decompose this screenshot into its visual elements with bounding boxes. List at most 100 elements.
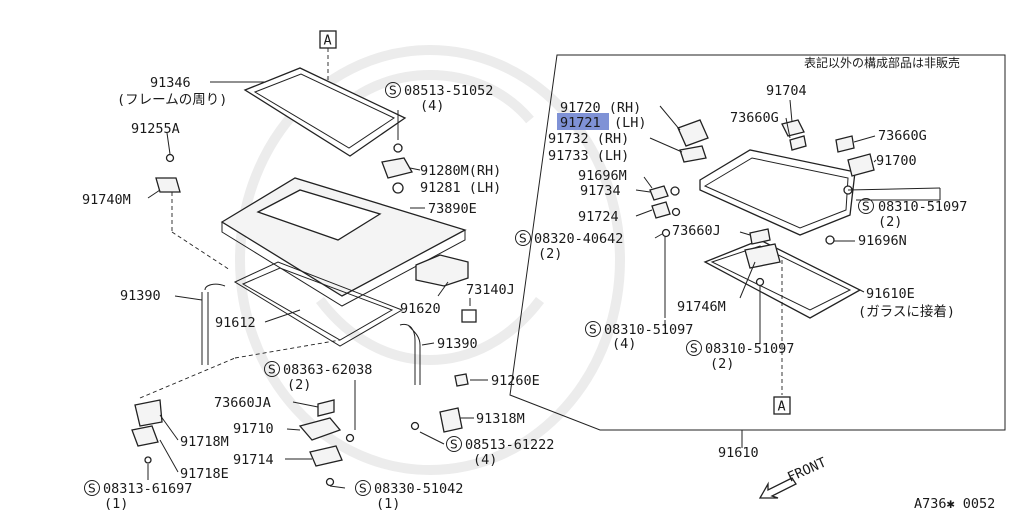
label-91732: 91732 (RH): [548, 131, 629, 147]
label-08330-51042: 08330-51042: [374, 481, 463, 497]
label-91740M: 91740M: [82, 192, 131, 208]
label-91721: 91721: [560, 115, 601, 131]
note-not-sold-separately: 表記以外の構成部品は非販売: [804, 55, 960, 70]
label-91696M: 91696M: [578, 168, 627, 184]
bracket-91704: [781, 119, 805, 137]
clip-91724: [651, 201, 671, 219]
label-91390-right: 91390: [437, 336, 478, 352]
bracket-91718M: [134, 399, 163, 427]
roof-glass-panel: [220, 177, 467, 307]
handle-91720: [677, 119, 709, 147]
label-91346: 91346: [150, 75, 191, 91]
label-91390-left: 91390: [120, 288, 161, 304]
frame-91612: [233, 261, 404, 347]
s-icon: [84, 480, 100, 496]
label-73660JA: 73660JA: [214, 395, 271, 411]
label-91612: 91612: [215, 315, 256, 331]
leader-lines: [147, 81, 941, 489]
label-73890E: 73890E: [428, 201, 477, 217]
figure-code: A736✱ 0052: [914, 496, 995, 510]
part-labels: 91346 (フレームの周り) 91255A 91740M 91390 9161…: [82, 75, 995, 510]
s-icon: [385, 82, 401, 98]
label-08310-51097-a: 08310-51097: [878, 199, 967, 215]
label-08513-61222-qty: (4): [473, 452, 497, 468]
label-91724: 91724: [578, 209, 619, 225]
label-91610E: 91610E: [866, 286, 915, 302]
label-73660G-a: 73660G: [730, 110, 779, 126]
sunshade-lower-panel: [703, 239, 862, 319]
ref-marker-box-bottom: [773, 396, 791, 415]
label-91710: 91710: [233, 421, 274, 437]
nut-73660G-b: [835, 135, 855, 153]
bracket-91718E: [131, 425, 159, 447]
nut-73660J: [749, 228, 771, 245]
bracket-91620: [415, 254, 469, 287]
guide-91280M: [381, 157, 413, 179]
label-91746M: 91746M: [677, 299, 726, 315]
label-73140J: 73140J: [466, 282, 515, 298]
s-icon: [585, 321, 601, 337]
label-91734: 91734: [580, 183, 621, 199]
label-73660J: 73660J: [672, 223, 721, 239]
label-91260E: 91260E: [491, 373, 540, 389]
label-08310-51097-a-qty: (2): [878, 214, 902, 230]
label-91610: 91610: [718, 445, 759, 461]
label-91720: 91720 (RH): [560, 100, 641, 116]
label-08310-51097-b: 08310-51097: [604, 322, 693, 338]
svg-text:S: S: [88, 482, 96, 496]
label-91696N: 91696N: [858, 233, 907, 249]
label-08513-61222: 08513-61222: [465, 437, 554, 453]
svg-text:S: S: [690, 342, 698, 356]
label-73660G-b: 73660G: [878, 128, 927, 144]
label-08363-62038-qty: (2): [287, 377, 311, 393]
label-91610E-note: (ガラスに接着): [858, 303, 955, 320]
nut-73140J: [461, 309, 477, 323]
frame-seal-91346: [243, 67, 407, 157]
guide-91700: [847, 153, 875, 177]
label-08310-51097-b-qty: (4): [612, 336, 636, 352]
bracket-91746M: [744, 243, 781, 269]
label-08363-62038: 08363-62038: [283, 362, 372, 378]
label-08513-51052-qty: (4): [420, 98, 444, 114]
label-91620: 91620: [400, 301, 441, 317]
sunshade-panel: [699, 149, 856, 236]
ref-marker-top: A: [324, 33, 332, 49]
s-icon: [446, 436, 462, 452]
handle-91732: [679, 145, 707, 163]
ref-marker-bottom: A: [778, 399, 786, 415]
drain-hose-right: [399, 323, 421, 385]
label-91733: 91733 (LH): [548, 148, 629, 164]
label-91281: 91281 (LH): [420, 180, 501, 196]
clip-91260E: [454, 373, 469, 387]
clip-91734: [649, 185, 669, 201]
s-icon: [355, 480, 371, 496]
motor-91714: [309, 445, 343, 467]
clip-91740M: [155, 177, 181, 193]
bracket-91318M: [439, 407, 463, 433]
svg-text:S: S: [519, 232, 527, 246]
label-08313-61697: 08313-61697: [103, 481, 192, 497]
nut-73660G-a: [789, 135, 807, 151]
motor-91710: [298, 417, 342, 441]
label-08330-51042-qty: (1): [376, 496, 400, 510]
sunshade-assembly-frame: [509, 54, 1006, 431]
label-91280M: 91280M(RH): [420, 163, 501, 179]
label-91721-side: (LH): [614, 115, 647, 131]
drain-hose-left: [204, 283, 226, 291]
label-08310-51097-c-qty: (2): [710, 356, 734, 372]
front-arrow-icon: [758, 477, 797, 499]
s-icon: [686, 340, 702, 356]
label-91718M: 91718M: [180, 434, 229, 450]
front-label: FRONT: [785, 455, 829, 486]
svg-text:S: S: [268, 363, 276, 377]
s-icon: [264, 361, 280, 377]
svg-text:S: S: [450, 438, 458, 452]
label-91318M: 91318M: [476, 411, 525, 427]
label-08320-40642: 08320-40642: [534, 231, 623, 247]
bracket-73660JA: [317, 399, 335, 417]
label-91714: 91714: [233, 452, 274, 468]
label-91704: 91704: [766, 83, 807, 99]
label-91346-note: (フレームの周り): [117, 92, 227, 108]
svg-text:S: S: [862, 200, 870, 214]
